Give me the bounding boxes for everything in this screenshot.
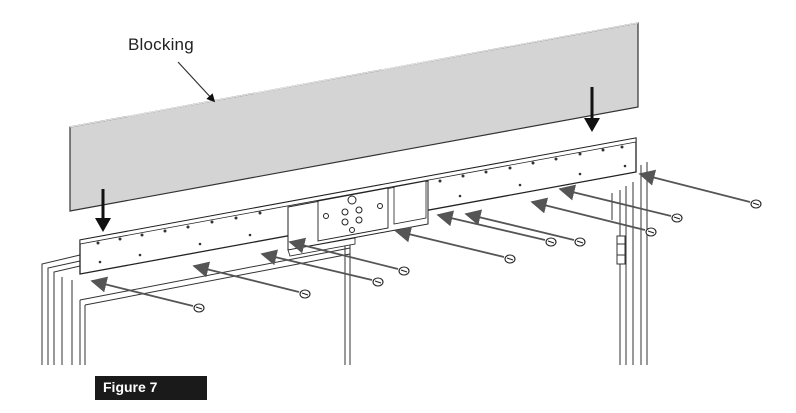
blocking-board <box>69 22 639 212</box>
door-frame <box>41 162 648 365</box>
bracket-slots <box>96 145 627 264</box>
blocking-callout-leader <box>177 61 216 103</box>
mounting-bracket <box>79 137 637 275</box>
blocking-callout-label: Blocking <box>128 35 194 54</box>
figure-label-underline <box>95 397 207 400</box>
figure-label: Figure 7 <box>95 376 207 399</box>
screw-arrows <box>90 169 751 307</box>
door-hinge <box>616 235 626 265</box>
placement-arrows <box>95 87 600 232</box>
screws <box>193 199 762 313</box>
bracket-center-holes <box>323 195 383 233</box>
